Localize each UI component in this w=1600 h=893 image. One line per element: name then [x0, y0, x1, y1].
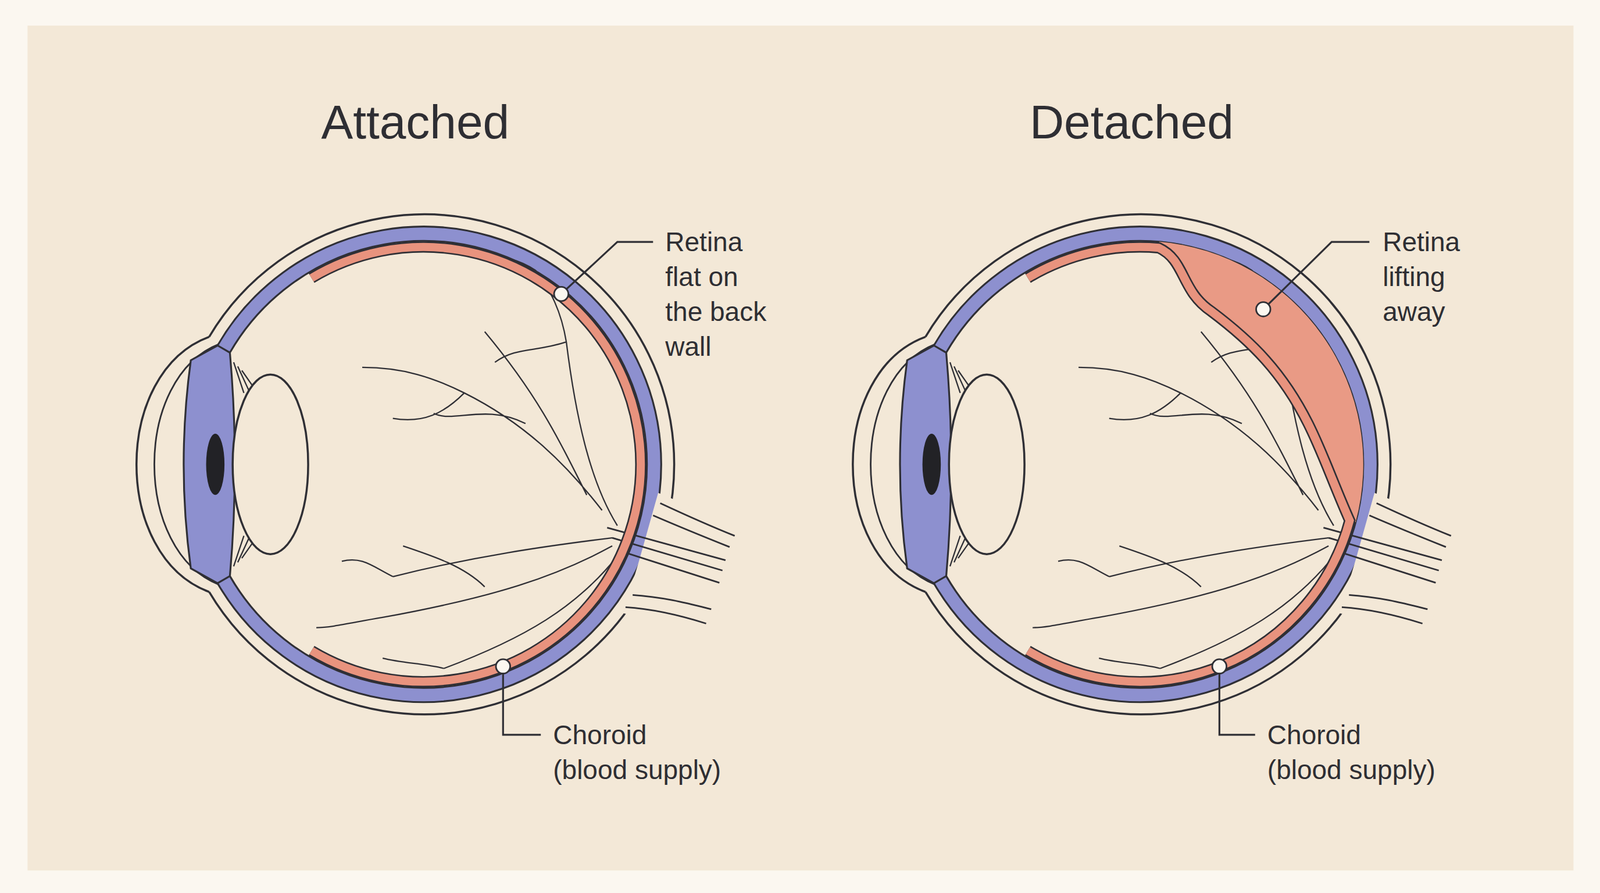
attached-eye: [136, 214, 742, 715]
callout-label: Retina lifting away: [1382, 224, 1494, 330]
retina-detached: [1027, 247, 1350, 682]
leader-line: [502, 666, 541, 735]
detached-eye: [852, 214, 1459, 715]
callout-dot: [1212, 659, 1227, 674]
leader-line: [1263, 241, 1370, 310]
retina-edge: [1027, 247, 1350, 682]
retina-edge: [311, 247, 641, 682]
callout-label: Choroid (blood supply): [552, 717, 725, 788]
leader-lines: [502, 241, 1370, 735]
eye-anatomy: [852, 214, 1459, 715]
callout-dot: [495, 659, 511, 674]
eye-anatomy: [136, 214, 742, 715]
callout-dot: [1256, 302, 1271, 317]
callout-label: Retina flat on the back wall: [665, 224, 776, 364]
panel-heading: Attached: [211, 93, 620, 151]
leader-line: [1219, 666, 1255, 735]
callout-label: Choroid (blood supply): [1267, 717, 1440, 788]
callout-dots: [495, 286, 1271, 674]
leader-line: [561, 241, 653, 295]
retina-attached: [311, 247, 641, 682]
callout-dot: [554, 286, 569, 302]
panel-background: [27, 25, 1574, 871]
panel-heading: Detached: [927, 93, 1336, 151]
